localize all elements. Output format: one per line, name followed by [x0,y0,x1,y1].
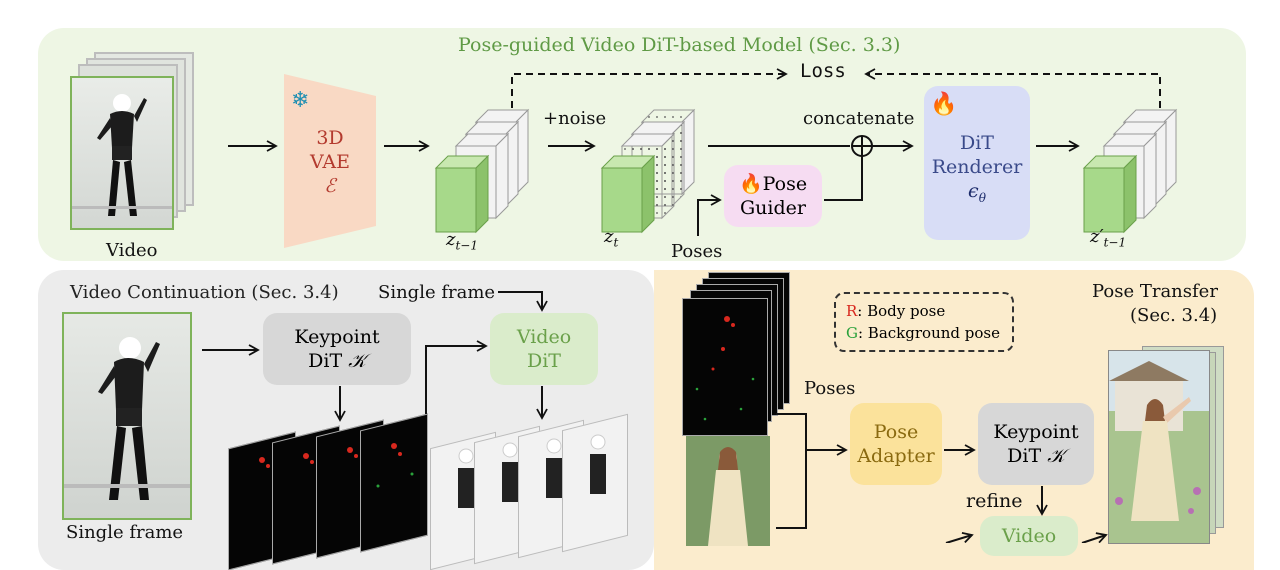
pose-adapter-box: Pose Adapter [850,403,942,485]
zt-label: zt [604,226,619,250]
loss-label: Loss [800,60,846,82]
poses-label-top: Poses [671,241,723,262]
pose-transfer-section: (Sec. 3.4) [1130,305,1218,326]
pose-transfer-output-frames [1108,346,1248,546]
keypoint-dit-box-left: Keypoint DiT 𝒦 [263,313,411,385]
pose-legend: R: Body pose G: Background pose [834,292,1014,352]
video-output-frames [430,412,640,570]
top-panel-title: Pose-guided Video DiT-based Model (Sec. … [458,34,901,56]
vae-label-line1: 3D [316,127,344,149]
legend-g-key: G [846,324,858,342]
connection-arrows [202,68,1161,543]
vae-symbol: ℰ [324,175,336,197]
video-continuation-title: Video Continuation (Sec. 3.4) [70,282,339,303]
vae-encoder-block [284,74,376,248]
dit-renderer-symbol: ϵθ [968,179,986,205]
vae-label-line2: VAE [309,151,351,173]
single-frame-image [62,312,192,520]
video-frame-stack [70,52,200,232]
video-dit-box: Video DiT [490,313,598,385]
video-frame-image [70,76,174,230]
refine-label: refine [966,490,1023,512]
single-frame-bottom-label: Single frame [66,522,184,543]
concatenate-label: concatenate [803,108,915,129]
noise-label: +noise [543,108,607,129]
latent-stack-output [1082,108,1178,234]
legend-r-key: R [846,302,858,320]
reference-person-image [686,436,770,546]
fire-icon: 🔥 [930,92,958,117]
keypoint-output-frames [228,410,428,570]
keypoint-dit-box-right: Keypoint DiT 𝒦 [978,403,1094,485]
legend-r-text: : Body pose [857,302,946,320]
dit-renderer-box: DiT Renderer ϵθ [924,86,1030,240]
z-prev-label: zt−1 [446,229,478,253]
pose-transfer-title: Pose Transfer [1092,281,1218,302]
legend-g-text: : Background pose [857,324,1000,342]
z-out-label: z′t−1 [1090,226,1127,250]
video-label: Video [106,240,158,261]
latent-stack-input [434,108,530,234]
pose-frame-stack [682,272,802,442]
latent-stack-noisy [600,108,696,234]
snowflake-icon: ❄ [291,88,310,113]
pose-guider-box: 🔥Pose Guider [724,165,822,227]
fire-icon: 🔥 [738,173,763,195]
single-frame-top-label: Single frame [378,282,496,303]
poses-label-right: Poses [804,378,856,399]
